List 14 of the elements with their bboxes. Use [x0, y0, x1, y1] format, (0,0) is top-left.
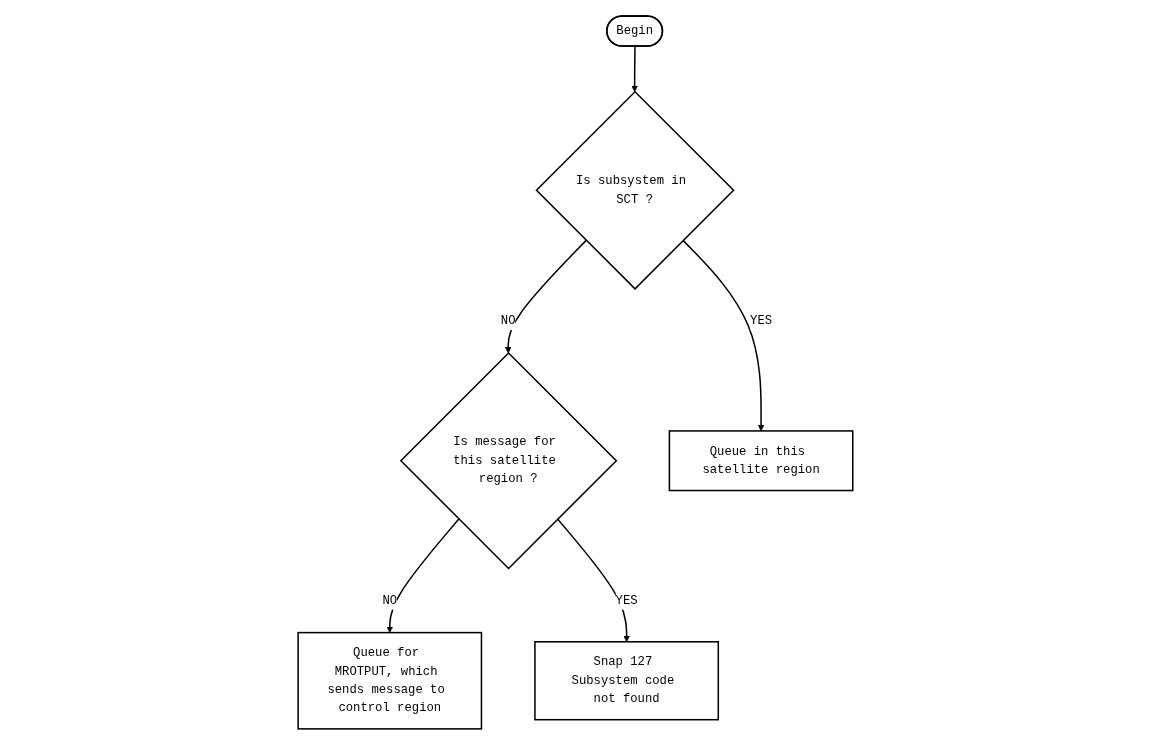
edge-label: YES [615, 593, 638, 608]
node-diamond: Is subsystem in SCT ? [535, 90, 735, 290]
node-box: Snap 127 Subsystem code not found [534, 641, 720, 721]
node-box: Queue for MROTPUT, which sends message to control region [297, 631, 483, 730]
edge-label: YES [750, 314, 773, 328]
arrow [631, 45, 639, 93]
node-box: Queue in this satellite region [668, 430, 854, 492]
arrow [682, 239, 765, 432]
arrow [556, 518, 631, 643]
arrow [386, 518, 460, 633]
edge-label: NO [500, 314, 516, 328]
node-diamond: Is message for this satellite region ? [399, 351, 618, 570]
arrow [504, 239, 587, 354]
edge-label: NO [382, 593, 398, 608]
